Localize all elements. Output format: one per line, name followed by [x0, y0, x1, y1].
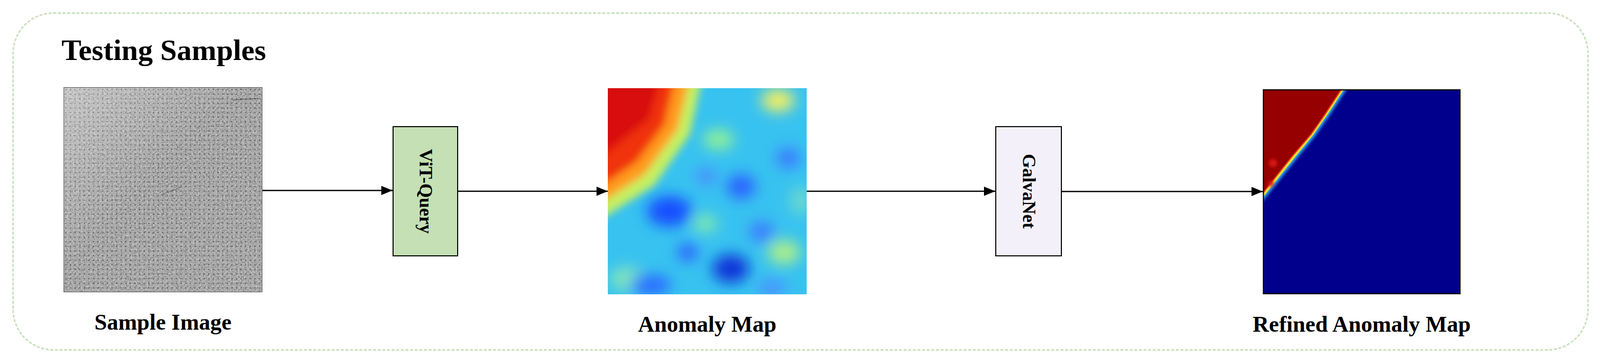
panel-title: Testing Samples [61, 33, 266, 68]
image-caption: Refined Anomaly Map [1252, 311, 1471, 338]
heat-edge [1262, 89, 1344, 198]
image-frame: Refined Anomaly Map [1262, 89, 1461, 295]
image-frame [64, 87, 263, 293]
image-ground [63, 87, 263, 293]
heat-region [1262, 89, 1343, 196]
refined-map-image [1260, 87, 1461, 295]
flow-arrow [262, 189, 393, 192]
image-caption: Sample Image [94, 309, 232, 336]
box-label: GalvaNet [1017, 153, 1039, 229]
image-texture [63, 87, 263, 293]
dashed-panel: Testing SamplesSample ImageViT-QueryAnom… [12, 12, 1589, 351]
image-frame [1263, 89, 1461, 294]
process-box: GalvaNet [995, 126, 1062, 257]
image-frame: Anomaly Map [607, 88, 807, 295]
sample-image [63, 87, 263, 293]
anomaly-map-image [597, 77, 811, 297]
box-label: ViT-Query [414, 148, 436, 234]
flow-arrow [806, 190, 996, 193]
image-caption: Anomaly Map [638, 311, 777, 338]
image-frame: Sample Image [63, 87, 263, 293]
flow-arrow [1061, 190, 1263, 193]
heat-spots [1267, 158, 1278, 187]
image-scratch [160, 187, 182, 195]
process-box: ViT-Query [392, 126, 459, 257]
flow-arrow [458, 190, 608, 193]
image-dots [63, 87, 263, 293]
heat-edge [1262, 89, 1344, 198]
image-sheen [63, 87, 263, 293]
heat-hotspot [607, 88, 703, 222]
image-scratch [232, 98, 259, 100]
